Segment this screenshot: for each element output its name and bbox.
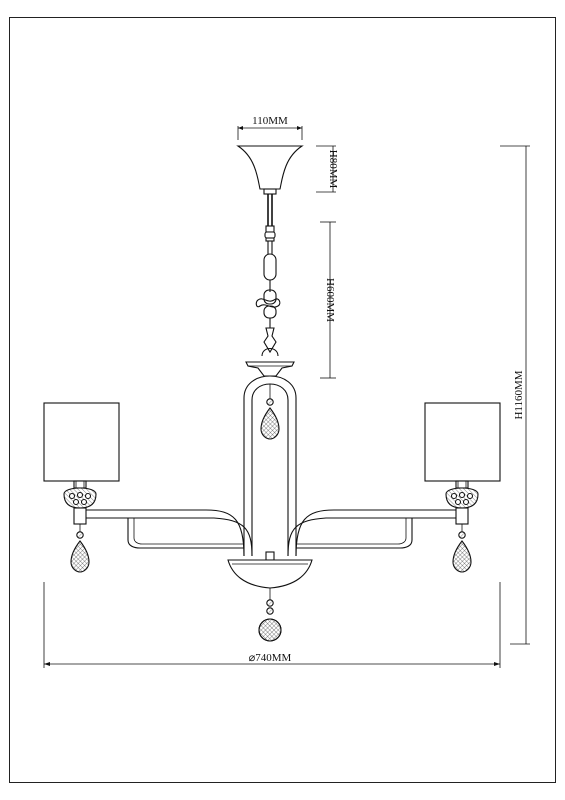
right-arm — [287, 509, 460, 557]
total-height-label: H1160MM — [513, 370, 525, 419]
chain-length-label: H600MM — [324, 278, 336, 322]
left-lampshade — [43, 402, 120, 482]
diameter-label: ⌀740MM — [249, 652, 292, 664]
canopy-height-dimension: H80MM — [316, 145, 339, 193]
right-lamp — [424, 402, 501, 573]
canopy-width-label: 110MM — [252, 115, 288, 127]
bottom-bowl — [227, 559, 313, 642]
chain-length-dimension: H600MM — [320, 221, 336, 379]
left-arm — [80, 509, 253, 557]
canopy-width-dimension: 110MM — [237, 115, 303, 140]
right-lampshade — [424, 402, 501, 482]
page-frame — [9, 17, 556, 783]
central-frame — [243, 361, 297, 561]
total-height-dimension: H1160MM — [500, 145, 530, 645]
suspension-chain — [255, 194, 281, 357]
diameter-dimension: ⌀740MM — [43, 582, 501, 668]
ceiling-canopy — [236, 145, 304, 195]
left-lamp — [43, 402, 120, 573]
canopy-height-label: H80MM — [327, 150, 339, 189]
